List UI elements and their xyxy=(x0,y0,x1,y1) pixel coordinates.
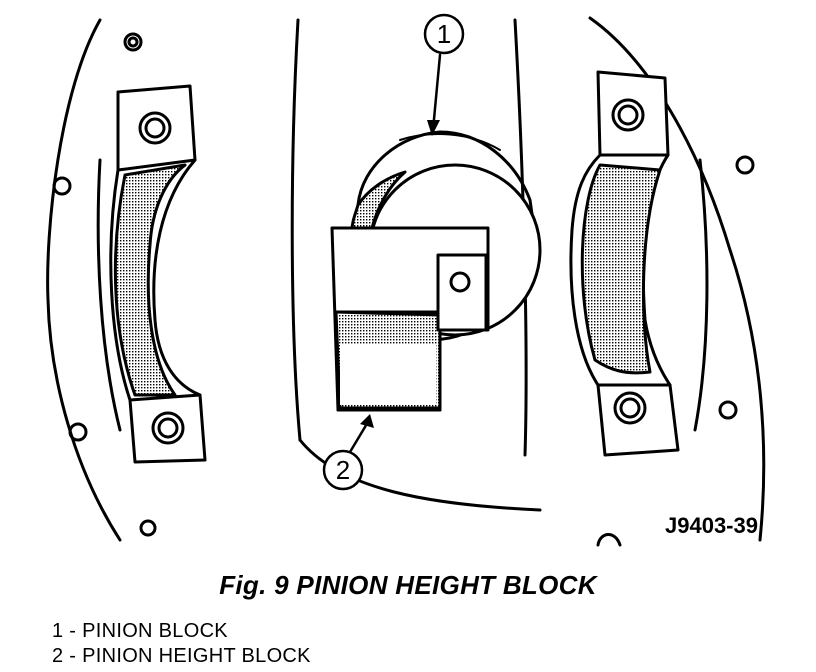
callout-1-circle xyxy=(423,13,465,55)
callout-2-circle xyxy=(322,449,364,491)
left-bearing-cap xyxy=(109,84,207,464)
callout-1-leader xyxy=(431,53,442,132)
housing-stud-icon xyxy=(68,422,88,442)
legend-item-pinion-block: 1 - PINION BLOCK xyxy=(52,620,228,642)
housing-right-inner-edge xyxy=(693,158,709,432)
callout-2-arrowhead xyxy=(360,414,374,428)
legend-item-pinion-height-block: 2 - PINION HEIGHT BLOCK xyxy=(52,645,311,667)
figure-id-label: J9403-39 xyxy=(665,513,758,538)
pinion-height-block xyxy=(330,226,490,412)
housing-left-outline xyxy=(46,18,122,542)
callout-1-arrowhead xyxy=(427,120,440,136)
housing-center-left-edge xyxy=(290,18,302,442)
bolt-icon xyxy=(613,391,647,425)
right-bearing-cap xyxy=(569,70,680,457)
callout-2-number: 2 xyxy=(336,455,350,485)
callout-1-number: 1 xyxy=(437,19,451,49)
housing-left-inner-edge xyxy=(96,158,122,432)
housing-bottom-edge xyxy=(298,438,542,512)
bolt-icon xyxy=(138,111,172,145)
bolt-icon xyxy=(611,98,645,132)
bolt-icon xyxy=(151,411,185,445)
housing-stud-icon xyxy=(735,155,755,175)
housing-stud-icon xyxy=(596,533,622,547)
housing-stud-icon xyxy=(123,32,143,52)
housing-stud-icon xyxy=(718,400,738,420)
figure-caption: Fig. 9 PINION HEIGHT BLOCK xyxy=(219,570,597,600)
housing-stud-icon xyxy=(52,176,72,196)
housing-stud-icon xyxy=(139,519,157,537)
pinion-height-block-illustration: 1 2 J9403-39 xyxy=(46,13,766,547)
housing-right-outline xyxy=(588,16,766,542)
callout-2-leader xyxy=(348,420,370,454)
